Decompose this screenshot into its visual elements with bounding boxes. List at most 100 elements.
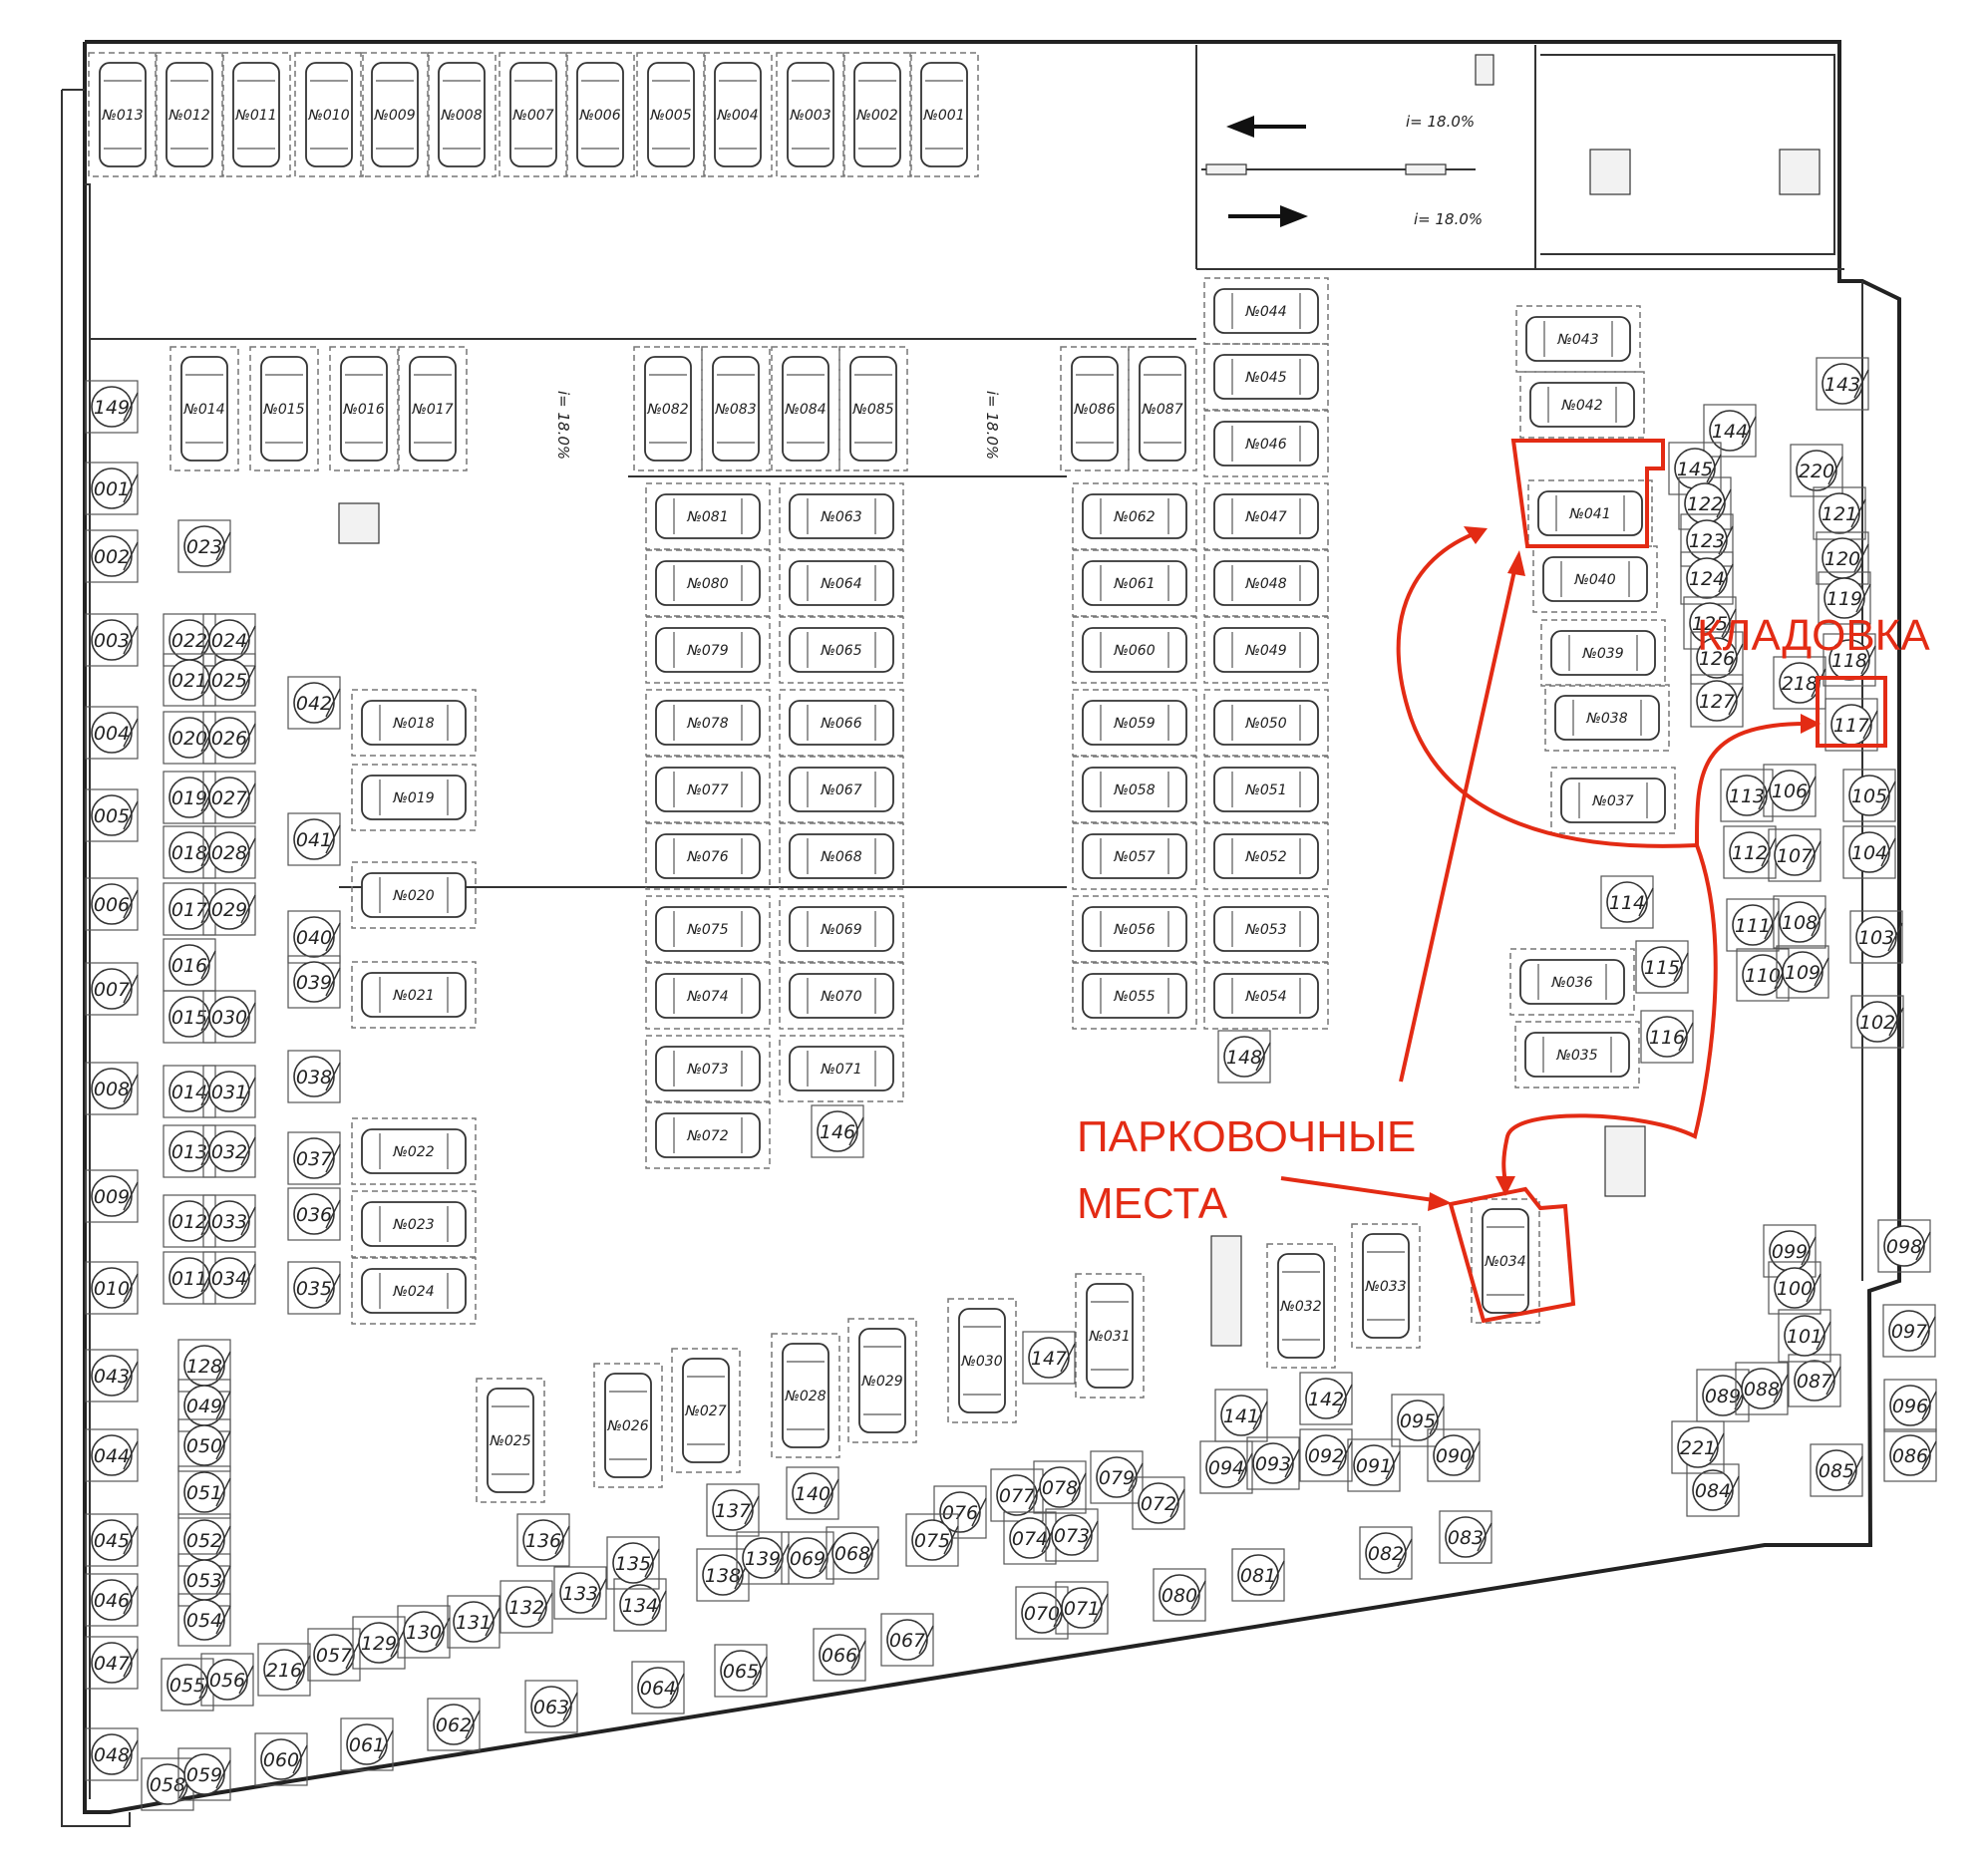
parking-space-label: №043 xyxy=(1556,332,1598,348)
parking-space-label: №049 xyxy=(1244,643,1286,659)
car-outline xyxy=(166,62,213,167)
storage-unit-label: 016 xyxy=(171,955,207,977)
space-outline xyxy=(1351,1223,1421,1349)
parking-space: №055 xyxy=(1072,962,1197,1030)
storage-marker xyxy=(91,1267,133,1309)
storage-unit-label: 080 xyxy=(1161,1585,1197,1607)
door-swing xyxy=(292,1744,308,1774)
car-outline xyxy=(1082,767,1187,812)
storage-marker xyxy=(619,1584,661,1626)
door-swing xyxy=(1773,1374,1789,1403)
door-swing xyxy=(1850,498,1866,528)
storage-unit-label: 066 xyxy=(822,1645,857,1667)
storage-cell xyxy=(85,1513,139,1567)
storage-cell xyxy=(307,1628,361,1682)
door-swing xyxy=(240,1077,256,1106)
parking-space-label: №069 xyxy=(820,922,861,938)
storage-marker xyxy=(91,467,133,509)
door-swing xyxy=(123,1361,139,1391)
storage-unit: 081 xyxy=(1231,1548,1285,1602)
storage-marker xyxy=(996,1474,1038,1516)
parking-space-label: №030 xyxy=(960,1354,1002,1370)
storage-unit-label: 070 xyxy=(1024,1603,1060,1625)
car-outline xyxy=(1519,959,1625,1005)
parking-space-label: №053 xyxy=(1244,922,1286,938)
storage-unit: 030 xyxy=(202,990,256,1044)
storage-unit: 100 xyxy=(1768,1261,1822,1315)
car-outline xyxy=(1482,1208,1529,1314)
storage-unit-label: 116 xyxy=(1649,1027,1685,1049)
storage-unit: 061 xyxy=(340,1717,394,1771)
storage-unit: 138 xyxy=(696,1548,750,1602)
storage-marker xyxy=(183,1599,225,1641)
space-outline xyxy=(847,1318,917,1443)
car-outline xyxy=(1213,973,1319,1019)
storage-cell xyxy=(447,1595,500,1649)
storage-marker xyxy=(208,1200,250,1242)
storage-unit-label: 069 xyxy=(790,1548,826,1570)
storage-marker xyxy=(1769,770,1811,811)
parking-space: №041 xyxy=(1527,479,1653,547)
car-outline xyxy=(920,62,968,167)
storage-unit: 026 xyxy=(202,711,256,765)
storage-marker xyxy=(720,1650,762,1692)
storage-marker xyxy=(1433,1434,1475,1476)
door-swing xyxy=(123,1585,139,1615)
storage-unit-label: 078 xyxy=(1042,1477,1078,1499)
storage-unit-label: 062 xyxy=(436,1714,472,1736)
space-outline xyxy=(779,895,904,963)
storage-unit: 111 xyxy=(1726,898,1780,952)
parking-space-label: №031 xyxy=(1088,1329,1130,1345)
storage-cell xyxy=(85,462,139,515)
storage-unit-label: 006 xyxy=(94,894,130,916)
storage-marker xyxy=(831,1532,873,1574)
storage-unit-label: 139 xyxy=(745,1548,781,1570)
door-swing xyxy=(1827,456,1843,485)
storage-unit-label: 129 xyxy=(361,1633,397,1655)
storage-unit: 126 xyxy=(1690,631,1744,685)
storage-unit-label: 220 xyxy=(1799,461,1834,482)
storage-unit: 132 xyxy=(499,1580,553,1634)
parking-space-label: №022 xyxy=(392,1144,434,1160)
parking-space: №034 xyxy=(1471,1198,1540,1324)
storage-unit-label: 101 xyxy=(1787,1326,1822,1348)
space-outline xyxy=(1266,1243,1336,1369)
door-swing xyxy=(240,782,256,812)
storage-marker xyxy=(1709,410,1751,452)
storage-unit-label: 148 xyxy=(1226,1047,1262,1069)
storage-unit-label: 021 xyxy=(171,670,207,692)
car-outline xyxy=(1524,1032,1630,1078)
storage-unit: 119 xyxy=(1818,571,1871,625)
storage-marker xyxy=(939,1491,981,1533)
door-swing xyxy=(1764,910,1780,940)
storage-unit: 063 xyxy=(524,1680,578,1733)
storage-unit-label: 079 xyxy=(1099,1467,1135,1489)
storage-unit-label: 109 xyxy=(1785,962,1821,984)
parking-space-label: №057 xyxy=(1113,849,1155,865)
door-swing xyxy=(240,894,256,924)
parking-space-label: №014 xyxy=(182,402,224,418)
space-outline xyxy=(351,1117,477,1185)
storage-unit: 051 xyxy=(177,1465,231,1519)
door-swing xyxy=(943,1525,959,1555)
storage-cell xyxy=(813,1628,866,1682)
storage-unit: 012 xyxy=(163,1194,216,1248)
parking-space-label: №017 xyxy=(411,402,453,418)
storage-unit-label: 055 xyxy=(169,1675,205,1697)
parking-space: №068 xyxy=(779,822,904,890)
storage-unit: 104 xyxy=(1842,825,1896,879)
storage-unit: 129 xyxy=(352,1616,406,1670)
storage-unit-label: 020 xyxy=(171,728,207,750)
parking-space-label: №051 xyxy=(1244,782,1286,798)
parking-space-label: №080 xyxy=(686,576,728,592)
storage-unit: 117 xyxy=(1824,698,1878,752)
space-outline xyxy=(329,346,399,471)
storage-cell xyxy=(1635,940,1689,994)
route-arrow xyxy=(1501,844,1718,1187)
storage-unit-label: 097 xyxy=(1891,1321,1927,1343)
storage-cell xyxy=(1686,1463,1740,1517)
door-swing xyxy=(824,1478,839,1508)
storage-unit-label: 067 xyxy=(889,1630,925,1652)
storage-unit: 071 xyxy=(1055,1581,1109,1635)
parking-space-label: №005 xyxy=(649,108,691,124)
